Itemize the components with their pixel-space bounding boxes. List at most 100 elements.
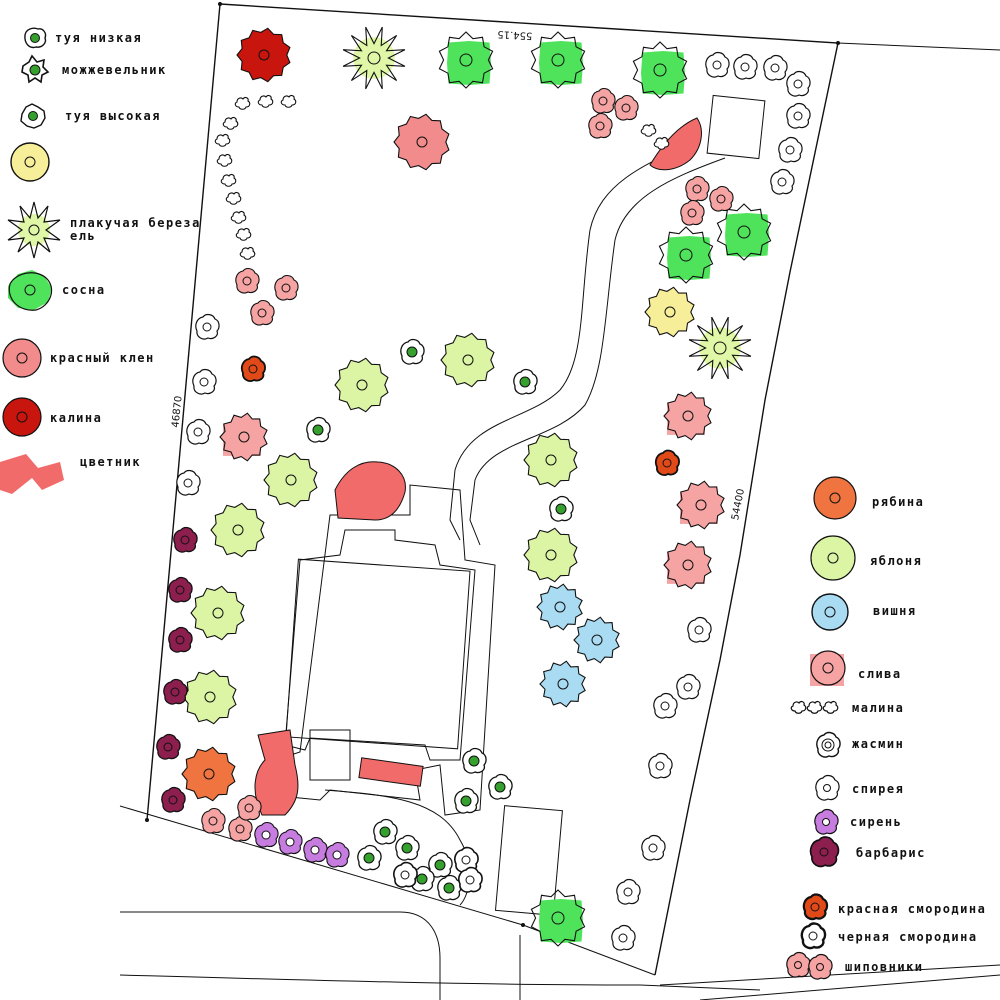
house (269, 484, 563, 916)
red-maple-icon (2, 338, 42, 378)
spirea (770, 168, 795, 195)
flowerbed-house-north (334, 461, 406, 521)
raspberry (214, 133, 231, 147)
low-thuja (549, 495, 574, 522)
rosehip (235, 267, 260, 294)
raspberry (257, 94, 274, 108)
low-thuja-icon (24, 27, 47, 49)
plum-icon (810, 650, 846, 686)
spirea (778, 136, 803, 163)
legend-label-red-maple: красный клен (50, 351, 155, 365)
spirea (641, 834, 666, 861)
rosehip (228, 815, 253, 842)
spirea (786, 70, 811, 97)
cherry-tree (536, 583, 583, 631)
pine (530, 889, 586, 947)
dimension-left: 46870 (170, 395, 184, 428)
raspberry-icon (790, 700, 839, 714)
spirea (616, 878, 641, 905)
spirea (192, 368, 217, 395)
low-thuja (488, 773, 513, 800)
pine (438, 31, 494, 89)
raspberry (230, 210, 247, 224)
flowerbed-house-east (358, 757, 424, 787)
spirea (676, 673, 701, 700)
juniper-icon (21, 54, 50, 84)
tall-thuja-yellow (644, 286, 695, 338)
raspberry (220, 173, 237, 187)
legend-label-rowan: рябина (872, 495, 924, 509)
legend-label-juniper: можжевельник (62, 63, 167, 77)
raspberry (234, 96, 251, 110)
rowan-icon (813, 476, 857, 520)
black-currant-icon (800, 922, 827, 950)
apple-tree (190, 585, 245, 641)
plum-tree (676, 480, 725, 530)
low-thuja (454, 787, 479, 814)
jasmine-icon (816, 731, 841, 758)
barberry (173, 526, 198, 553)
plum-tree (663, 540, 712, 590)
spirea (195, 313, 220, 340)
legend-label-flowerbed: цветник (80, 455, 141, 469)
rosehip (685, 175, 710, 202)
legend-label-spirea: спирея (852, 782, 904, 796)
legend-label-tall-thuja: туя высокая (65, 109, 161, 123)
apple-tree (182, 669, 237, 725)
apple-icon (810, 535, 856, 581)
legend-left: туя низкая можжевельник туя высокая плак… (0, 27, 199, 494)
spirea (653, 692, 678, 719)
spirea (611, 924, 636, 951)
legend-label-red-currant: красная смородина (838, 902, 986, 916)
barberry (156, 733, 181, 760)
legend-label-spruce: ель (70, 229, 96, 243)
low-thuja (306, 416, 331, 443)
pine (632, 41, 688, 99)
tall-thuja-yellow-icon (10, 142, 50, 182)
spirea (687, 616, 712, 643)
rosehip (201, 807, 226, 834)
low-thuja (428, 851, 453, 878)
spirea (705, 51, 730, 78)
barberry (168, 626, 193, 653)
spirea (786, 102, 811, 129)
plum-tree (219, 412, 268, 462)
rosehip (614, 94, 639, 121)
spirea (186, 418, 211, 445)
low-thuja (357, 844, 382, 871)
legend-label-cherry: вишня (873, 604, 917, 618)
legend-label-viburnum: калина (50, 411, 102, 425)
legend-label-raspberry: малина (852, 701, 904, 715)
legend-label-lilac: сирень (850, 815, 902, 829)
weeping-birch (688, 316, 752, 380)
low-thuja (513, 368, 538, 395)
spirea (176, 469, 201, 496)
rosehip (250, 299, 275, 326)
road (119, 911, 1000, 1000)
rosehip (588, 112, 613, 139)
pine (658, 226, 714, 284)
black-currant (458, 866, 483, 893)
rosehip (680, 199, 705, 226)
legend-label-rosehip: шиповники (845, 960, 924, 974)
apple-tree (523, 527, 578, 583)
red-currant-icon (802, 893, 829, 921)
rosehip (591, 87, 616, 114)
lilac (325, 841, 350, 868)
apple-tree (263, 452, 318, 508)
barberry (168, 576, 193, 603)
plum-tree (663, 391, 712, 441)
spirea-icon (815, 774, 840, 801)
apple-tree (334, 357, 389, 413)
raspberry (280, 94, 297, 108)
viburnum-tree (236, 27, 291, 83)
low-thuja (395, 834, 420, 861)
legend-label-plum: слива (858, 667, 902, 681)
pine-icon (8, 270, 53, 311)
rosehip (237, 794, 262, 821)
raspberry (239, 246, 256, 260)
legend-label-black-currant: черная смородина (838, 930, 978, 944)
dimension-right: 54400 (730, 488, 747, 521)
low-thuja (373, 818, 398, 845)
